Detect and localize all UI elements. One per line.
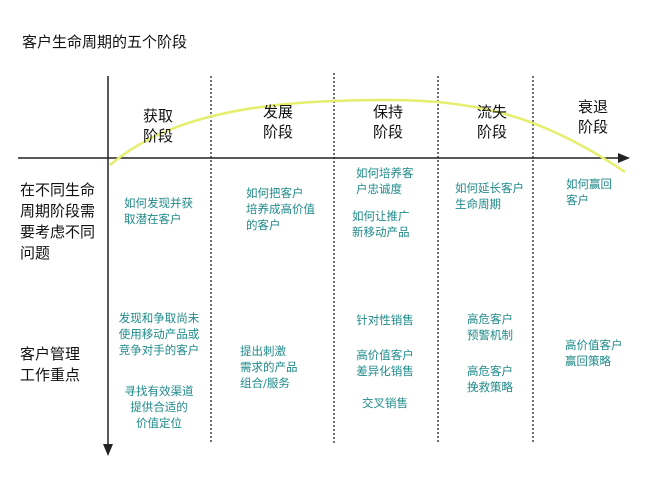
cell-churn-focus-1: 高危客户预警机制	[467, 312, 513, 342]
row-label-focus: 客户管理工作重点	[20, 345, 81, 384]
stage-retain: 保持阶段	[372, 103, 403, 141]
diagram-title: 客户生命周期的五个阶段	[22, 33, 188, 51]
stage-decline: 衰退阶段	[577, 98, 608, 136]
row-label-questions: 在不同生命周期阶段需 要考虑不同问题	[20, 181, 96, 262]
stage-develop: 发展阶段	[262, 103, 293, 141]
cell-retain-focus-1: 针对性销售	[356, 313, 414, 327]
cell-retain-question-2: 如何让推广新移动产品	[352, 209, 410, 239]
cell-churn-focus-2: 高危客户挽救策略	[467, 364, 513, 394]
cell-develop-focus: 提出刺激需求的产品组合/服务	[240, 344, 298, 390]
vertical-axis-arrow	[103, 444, 113, 456]
cell-acquire-focus-2: 寻找有效渠道提供合适的价值定位	[124, 384, 194, 430]
stage-churn: 流失阶段	[476, 103, 507, 141]
cell-retain-question-1: 如何培养客户忠诚度	[356, 166, 414, 196]
cell-retain-focus-2: 高价值客户差异化销售	[356, 348, 414, 378]
cell-decline-question: 如何赢回客户	[566, 177, 612, 207]
horizontal-axis-arrow	[618, 153, 630, 163]
cell-churn-question: 如何延长客户生命周期	[455, 181, 524, 211]
cell-develop-question: 如何把客户培养成高价值的客户	[246, 186, 315, 232]
cell-acquire-focus-1: 发现和争取尚未使用移动产品或竞争对手的客户	[118, 311, 200, 357]
cell-retain-focus-3: 交叉销售	[362, 396, 408, 410]
cell-acquire-question: 如何发现并获取潜在客户	[124, 196, 193, 226]
stage-acquire: 获取阶段	[142, 107, 173, 145]
cell-decline-focus: 高价值客户赢回策略	[565, 338, 623, 368]
lifecycle-curve	[109, 98, 626, 174]
